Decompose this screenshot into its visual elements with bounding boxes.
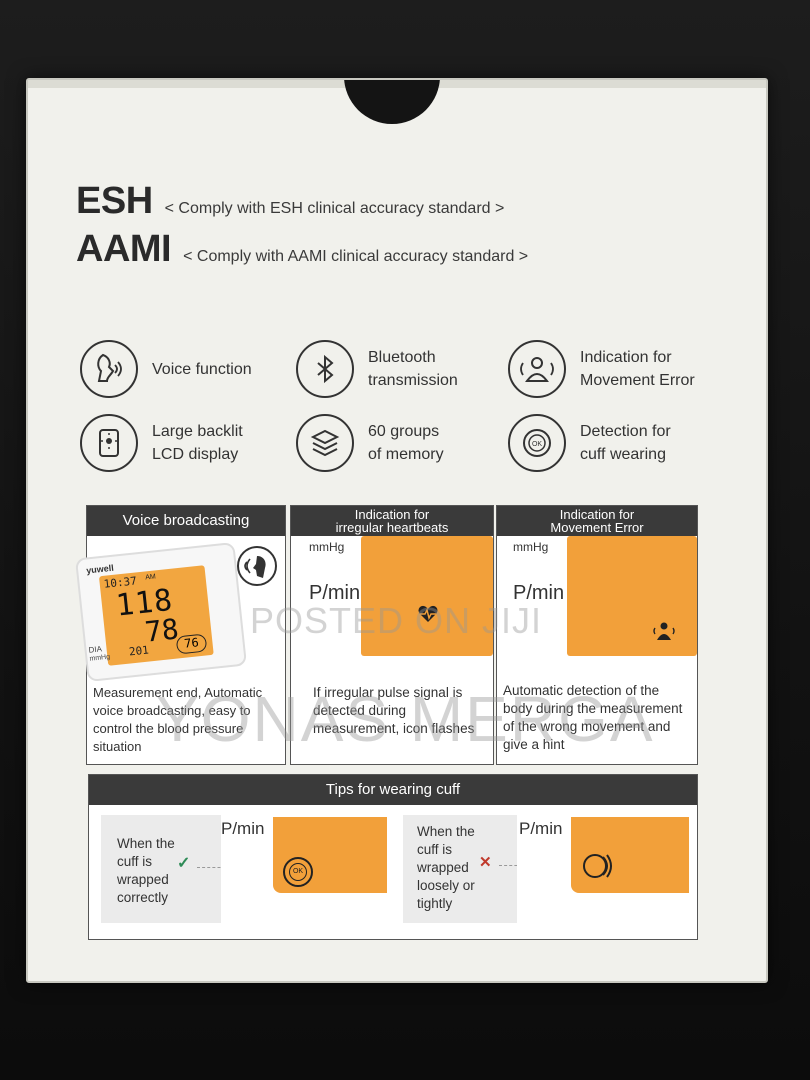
feature-label: Indication for Movement Error xyxy=(580,349,695,389)
check-icon: ✓ xyxy=(177,855,191,872)
feature-label: Large backlit LCD display xyxy=(152,423,243,463)
unit-pulse: P/min xyxy=(519,819,563,838)
panel-title-line1: Indication for xyxy=(354,507,430,522)
panel-title-line2: Movement Error xyxy=(550,520,644,535)
panel-voice-broadcasting: Voice broadcasting yuwell 10:37 AM 118 7… xyxy=(74,505,286,765)
lcd-ampm: AM xyxy=(144,573,157,582)
feature-label: Detection for cuff wearing xyxy=(580,423,671,463)
panel-title-line1: Indication for xyxy=(559,507,635,522)
lcd-screen xyxy=(567,536,697,656)
device-brand: yuwell xyxy=(85,562,115,576)
tip-wrong: When the cuff is wrapped loosely or tigh… xyxy=(403,815,689,923)
lcd-screen xyxy=(571,817,689,893)
lcd-screen xyxy=(361,536,493,656)
panel-title: Indication for irregular heartbeats xyxy=(291,506,493,536)
lcd-memory: 201 xyxy=(128,643,150,659)
panel-description: Measurement end, Automatic voice broadca… xyxy=(93,685,263,754)
device-dia-label: DIA xyxy=(88,644,103,655)
ok-label: OK xyxy=(289,863,307,881)
lcd-screen: OK xyxy=(273,817,387,893)
panel-irregular-heartbeats: Indication for irregular heartbeats mmHg… xyxy=(290,505,494,765)
memory-icon xyxy=(296,414,354,472)
speaker-icon xyxy=(237,546,277,586)
thumb-notch xyxy=(344,80,440,124)
unit-pulse: P/min xyxy=(513,582,565,604)
unit-pulse: P/min xyxy=(221,819,265,838)
movement-error-icon xyxy=(653,622,675,640)
tip-text: When the cuff is wrapped loosely or tigh… xyxy=(417,824,475,911)
panel-description: If irregular pulse signal is detected du… xyxy=(313,685,475,736)
unit-mmhg: mmHg xyxy=(513,540,549,554)
feature-voice: Voice function xyxy=(80,340,252,398)
lcd-pulse: 76 xyxy=(175,633,208,655)
cuff-ok-icon: OK xyxy=(283,857,313,887)
standard-aami: AAMI < Comply with AAMI clinical accurac… xyxy=(76,228,528,271)
tips-section: Tips for wearing cuff When the cuff is w… xyxy=(88,774,698,940)
lcd-dia: 78 xyxy=(143,612,181,649)
lcd-icon xyxy=(80,414,138,472)
panel-title: Voice broadcasting xyxy=(87,506,285,536)
voice-icon xyxy=(80,340,138,398)
panel-title-line2: irregular heartbeats xyxy=(335,520,449,535)
standard-code: ESH xyxy=(76,180,153,222)
device-lcd: 10:37 AM 118 78 201 76 xyxy=(98,565,214,666)
feature-bluetooth: Bluetooth transmission xyxy=(296,340,458,398)
standard-code: AAMI xyxy=(76,228,172,270)
unit-mmhg: mmHg xyxy=(309,540,345,554)
svg-text:OK: OK xyxy=(532,441,542,448)
panel-movement-error: Indication for Movement Error mmHg P/min… xyxy=(496,505,698,765)
unit-pulse: P/min xyxy=(309,582,361,604)
panel-description: Automatic detection of the body during t… xyxy=(503,683,683,752)
feature-lcd: Large backlit LCD display xyxy=(80,414,243,472)
movement-icon xyxy=(508,340,566,398)
product-box-back: ESH < Comply with ESH clinical accuracy … xyxy=(26,78,768,983)
tip-correct: When the cuff is wrapped correctly ✓ P/m… xyxy=(101,815,387,923)
cuff-loose-icon xyxy=(583,854,612,878)
tips-title: Tips for wearing cuff xyxy=(89,775,697,805)
feature-label: 60 groups of memory xyxy=(368,423,444,463)
feature-label: Bluetooth transmission xyxy=(368,349,458,389)
standard-desc: < Comply with ESH clinical accuracy stan… xyxy=(164,200,505,217)
feature-label: Voice function xyxy=(152,360,252,378)
cuff-ok-icon: OK xyxy=(508,414,566,472)
cross-icon: ✕ xyxy=(479,854,492,871)
feature-memory: 60 groups of memory xyxy=(296,414,444,472)
tip-text: When the cuff is wrapped correctly xyxy=(117,836,175,905)
feature-movement: Indication for Movement Error xyxy=(508,340,695,398)
standard-esh: ESH < Comply with ESH clinical accuracy … xyxy=(76,180,504,223)
irregular-heartbeat-icon xyxy=(418,605,438,622)
feature-cuff: OK Detection for cuff wearing xyxy=(508,414,671,472)
panel-title: Indication for Movement Error xyxy=(497,506,697,536)
standard-desc: < Comply with AAMI clinical accuracy sta… xyxy=(183,248,529,265)
device-body: yuwell 10:37 AM 118 78 201 76 DIA mmHg xyxy=(74,541,248,683)
bluetooth-icon xyxy=(296,340,354,398)
